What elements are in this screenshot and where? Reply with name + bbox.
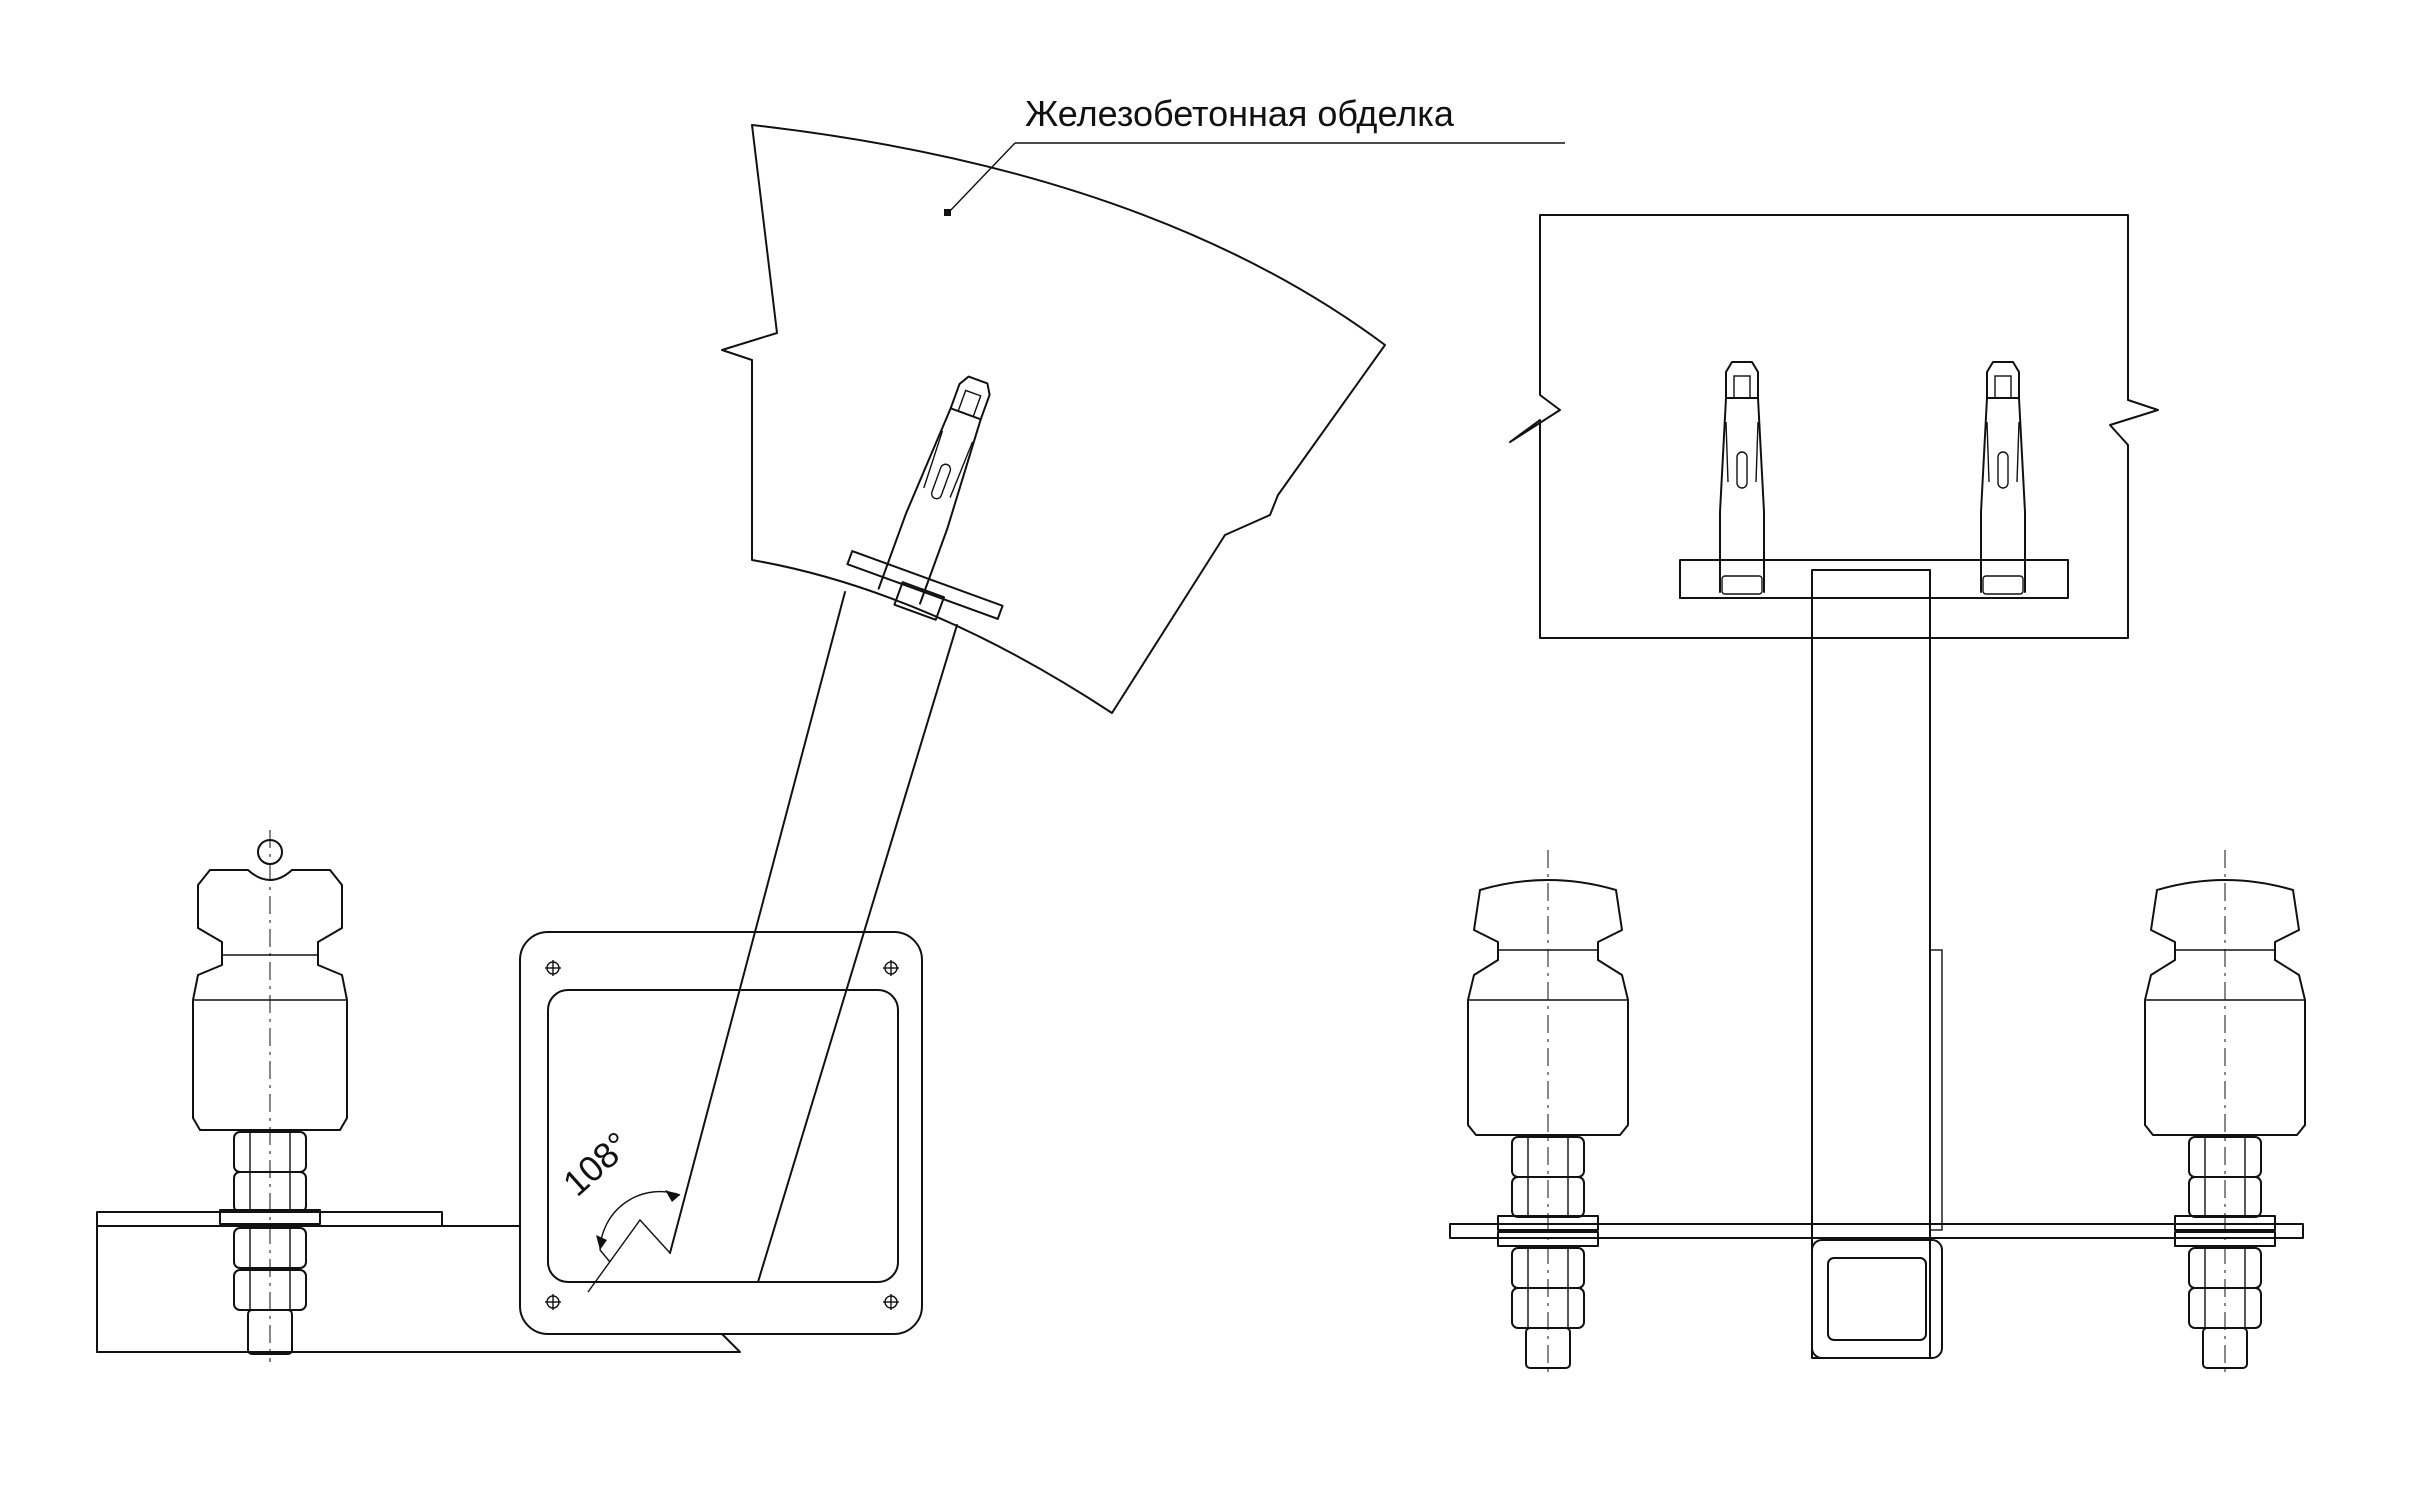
concrete-lining-left (721, 124, 1386, 714)
vertical-post (1811, 569, 1943, 1359)
callout-leader (944, 142, 1565, 216)
insulator-right-1 (1467, 850, 1629, 1372)
square-frame-clamp (519, 931, 923, 1335)
callout-label: Железобетонная обделка (1025, 93, 1455, 134)
left-view: Железобетонная обделка (96, 93, 1565, 1362)
right-view (1449, 214, 2306, 1372)
frame-hole (883, 1294, 899, 1310)
cross-bar (1449, 1223, 2304, 1239)
angle-dimension (596, 1190, 681, 1263)
inclined-bracket-tube (669, 591, 958, 1283)
angle-label: 108° (555, 1124, 638, 1204)
anchor-bolt-left (877, 371, 1000, 605)
anchor-washer-left (846, 550, 1004, 621)
insulator-right-2 (2144, 850, 2306, 1372)
anchor-bolt-right-1 (1719, 361, 1765, 593)
insulator-left (192, 830, 348, 1362)
frame-hole (883, 960, 899, 976)
mounting-plate (1679, 559, 2069, 599)
anchor-bolt-right-2 (1980, 361, 2026, 593)
concrete-lining-right (1509, 214, 2159, 639)
frame-hole (545, 1294, 561, 1310)
frame-hole (545, 960, 561, 976)
